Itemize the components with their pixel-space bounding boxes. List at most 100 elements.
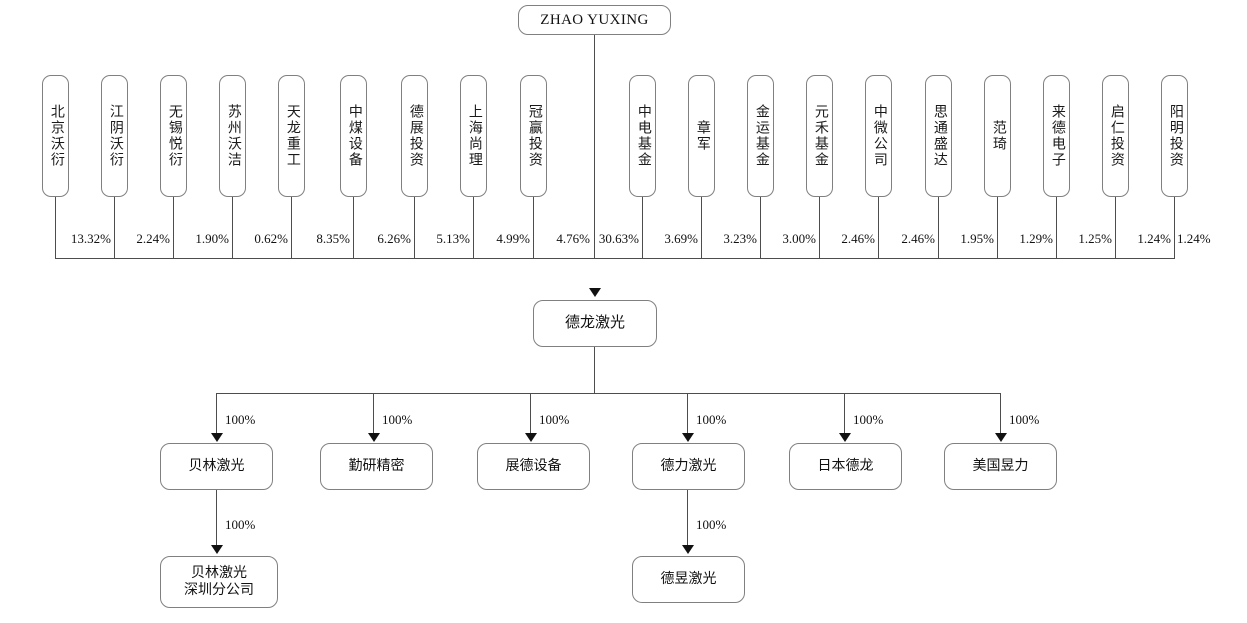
arrow-leaf-1 (211, 545, 223, 554)
connector-subsidiary-5 (844, 393, 845, 436)
shareholder-label-11: 章军 (694, 120, 710, 152)
node-subsidiary-4[interactable]: 德力激光 (632, 443, 745, 490)
arrow-subsidiary-2 (368, 433, 380, 442)
connector-company-to-subbus (594, 347, 595, 393)
shareholder-box-11[interactable]: 章军 (688, 75, 715, 197)
node-subsidiary-2[interactable]: 勤研精密 (320, 443, 433, 490)
arrow-subsidiary-6 (995, 433, 1007, 442)
node-subsidiary-3[interactable]: 展德设备 (477, 443, 590, 490)
node-subsidiary-5[interactable]: 日本德龙 (789, 443, 902, 490)
shareholder-label-4: 苏州沃洁 (225, 104, 241, 168)
node-leaf-1[interactable]: 贝林激光 深圳分公司 (160, 556, 278, 608)
node-company[interactable]: 德龙激光 (533, 300, 657, 347)
pct-label-20: 1.24% (1177, 231, 1211, 246)
connector-shareholder-9 (533, 197, 534, 258)
node-subsidiary-label-3: 展德设备 (505, 458, 562, 474)
shareholder-box-9[interactable]: 冠赢投资 (520, 75, 547, 197)
shareholder-box-17[interactable]: 来德电子 (1043, 75, 1070, 197)
shareholder-box-7[interactable]: 德展投资 (401, 75, 428, 197)
node-subsidiary-1[interactable]: 贝林激光 (160, 443, 273, 490)
pct-subsidiary-3: 100% (539, 412, 570, 427)
shareholder-label-1: 北京沃衍 (48, 104, 64, 168)
node-root-shareholder[interactable]: ZHAO YUXING (518, 5, 671, 35)
node-leaf-1-line2: 深圳分公司 (184, 583, 254, 598)
connector-shareholder-3 (173, 197, 174, 258)
pct-label-5: 8.35% (316, 231, 350, 246)
pct-label-2: 2.24% (136, 231, 170, 246)
connector-shareholder-16 (997, 197, 998, 258)
node-subsidiary-label-1: 贝林激光 (188, 458, 245, 474)
shareholder-label-2: 江阴沃衍 (107, 104, 123, 168)
node-subsidiary-6[interactable]: 美国昱力 (944, 443, 1057, 490)
pct-label-3: 1.90% (195, 231, 229, 246)
pct-label-18: 1.25% (1078, 231, 1112, 246)
connector-shareholder-10 (642, 197, 643, 258)
connector-shareholder-12 (760, 197, 761, 258)
pct-label-16: 1.95% (960, 231, 994, 246)
connector-subsidiary-3 (530, 393, 531, 436)
shareholder-label-18: 启仁投资 (1108, 104, 1124, 168)
pct-subsidiary-2: 100% (382, 412, 413, 427)
shareholder-box-16[interactable]: 范琦 (984, 75, 1011, 197)
connector-root-to-bus (594, 35, 595, 258)
connector-shareholder-15 (938, 197, 939, 258)
shareholder-label-15: 思通盛达 (931, 104, 947, 168)
shareholder-box-18[interactable]: 启仁投资 (1102, 75, 1129, 197)
pct-subsidiary-5: 100% (853, 412, 884, 427)
shareholder-box-12[interactable]: 金运基金 (747, 75, 774, 197)
pct-label-10: 30.63% (598, 231, 639, 246)
shareholder-box-1[interactable]: 北京沃衍 (42, 75, 69, 197)
connector-subsidiary-4 (687, 393, 688, 436)
shareholder-box-10[interactable]: 中电基金 (629, 75, 656, 197)
pct-label-4: 0.62% (254, 231, 288, 246)
connector-shareholder-6 (353, 197, 354, 258)
shareholder-box-6[interactable]: 中煤设备 (340, 75, 367, 197)
arrow-subsidiary-5 (839, 433, 851, 442)
shareholder-box-3[interactable]: 无锡悦衍 (160, 75, 187, 197)
pct-label-9: 4.76% (556, 231, 590, 246)
connector-shareholder-2 (114, 197, 115, 258)
shareholder-box-13[interactable]: 元禾基金 (806, 75, 833, 197)
pct-label-1: 13.32% (70, 231, 111, 246)
pct-leaf-1: 100% (225, 517, 256, 532)
shareholder-box-8[interactable]: 上海尚理 (460, 75, 487, 197)
connector-shareholder-5 (291, 197, 292, 258)
node-subsidiary-label-4: 德力激光 (660, 458, 717, 474)
shareholder-box-14[interactable]: 中微公司 (865, 75, 892, 197)
connector-shareholder-14 (878, 197, 879, 258)
connector-shareholder-1 (55, 197, 56, 258)
node-subsidiary-label-2: 勤研精密 (348, 458, 405, 474)
shareholder-box-4[interactable]: 苏州沃洁 (219, 75, 246, 197)
shareholder-label-13: 元禾基金 (812, 104, 828, 168)
arrow-subsidiary-3 (525, 433, 537, 442)
shareholder-box-5[interactable]: 天龙重工 (278, 75, 305, 197)
node-leaf-2-label: 德昱激光 (660, 571, 717, 587)
arrow-to-company (589, 288, 601, 297)
shareholder-box-19[interactable]: 阳明投资 (1161, 75, 1188, 197)
connector-shareholder-17 (1056, 197, 1057, 258)
shareholder-label-10: 中电基金 (635, 104, 651, 168)
shareholder-label-3: 无锡悦衍 (166, 104, 182, 168)
node-subsidiary-label-5: 日本德龙 (817, 458, 874, 474)
shareholder-label-8: 上海尚理 (466, 104, 482, 168)
pct-label-19: 1.24% (1137, 231, 1171, 246)
shareholder-label-9: 冠赢投资 (526, 104, 542, 168)
shareholder-box-15[interactable]: 思通盛达 (925, 75, 952, 197)
arrow-subsidiary-4 (682, 433, 694, 442)
node-leaf-2[interactable]: 德昱激光 (632, 556, 745, 603)
shareholder-label-19: 阳明投资 (1167, 104, 1183, 168)
shareholder-label-5: 天龙重工 (284, 104, 300, 168)
pct-label-13: 3.00% (782, 231, 816, 246)
shareholder-label-17: 来德电子 (1049, 104, 1065, 168)
connector-shareholder-13 (819, 197, 820, 258)
pct-label-14: 2.46% (841, 231, 875, 246)
connector-leaf-2 (687, 490, 688, 548)
connector-shareholder-8 (473, 197, 474, 258)
shareholder-box-2[interactable]: 江阴沃衍 (101, 75, 128, 197)
pct-subsidiary-4: 100% (696, 412, 727, 427)
pct-label-11: 3.69% (664, 231, 698, 246)
shareholder-label-12: 金运基金 (753, 104, 769, 168)
node-leaf-1-line1: 贝林激光 (191, 565, 247, 581)
connector-shareholder-11 (701, 197, 702, 258)
